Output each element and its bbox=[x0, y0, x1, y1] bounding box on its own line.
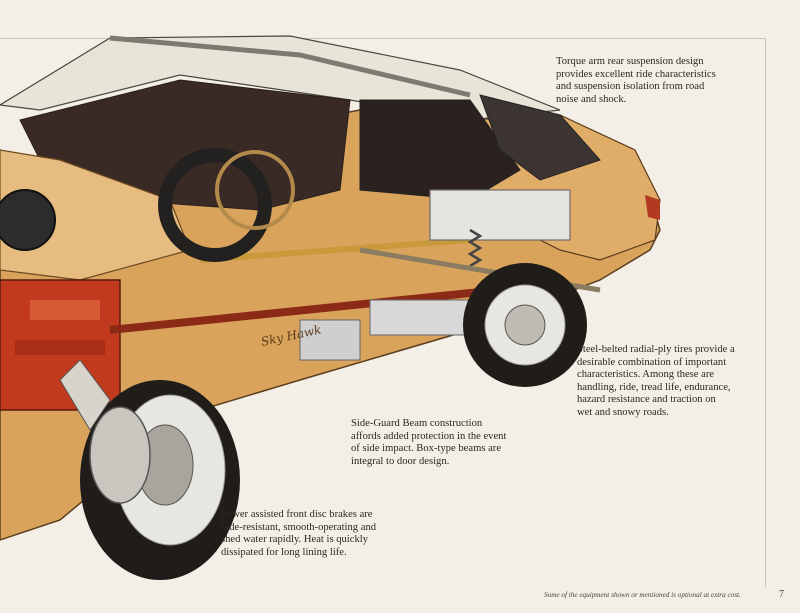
rear-window bbox=[359, 99, 521, 201]
optional-equipment-footnote: Some of the equipment shown or mentioned… bbox=[544, 591, 741, 599]
disc-brake-rotor bbox=[89, 406, 151, 504]
rear-glass bbox=[479, 94, 601, 181]
roof-rail bbox=[109, 35, 471, 98]
spare-tire bbox=[158, 148, 272, 262]
rear-wheel bbox=[463, 263, 587, 387]
fuel-tank bbox=[429, 189, 571, 241]
torque-arm bbox=[199, 237, 471, 263]
engine-block bbox=[0, 189, 121, 411]
tail-light bbox=[645, 195, 660, 220]
caption-torque-arm: Torque arm rear suspension design provid… bbox=[556, 56, 716, 105]
caption-side-guard-beam: Side-Guard Beam construction affords add… bbox=[351, 418, 507, 467]
steering-wheel bbox=[215, 150, 295, 230]
drive-shaft bbox=[109, 286, 501, 334]
caption-disc-brakes: Power assisted front disc brakes are fad… bbox=[221, 509, 377, 558]
caption-radial-tires: Steel-belted radial-ply tires provide a … bbox=[577, 344, 735, 418]
front-suspension bbox=[59, 359, 111, 431]
coil-spring bbox=[467, 228, 483, 268]
side-guard-beams bbox=[299, 299, 471, 361]
page-border-rule bbox=[0, 38, 766, 587]
page-number: 7 bbox=[779, 589, 784, 600]
